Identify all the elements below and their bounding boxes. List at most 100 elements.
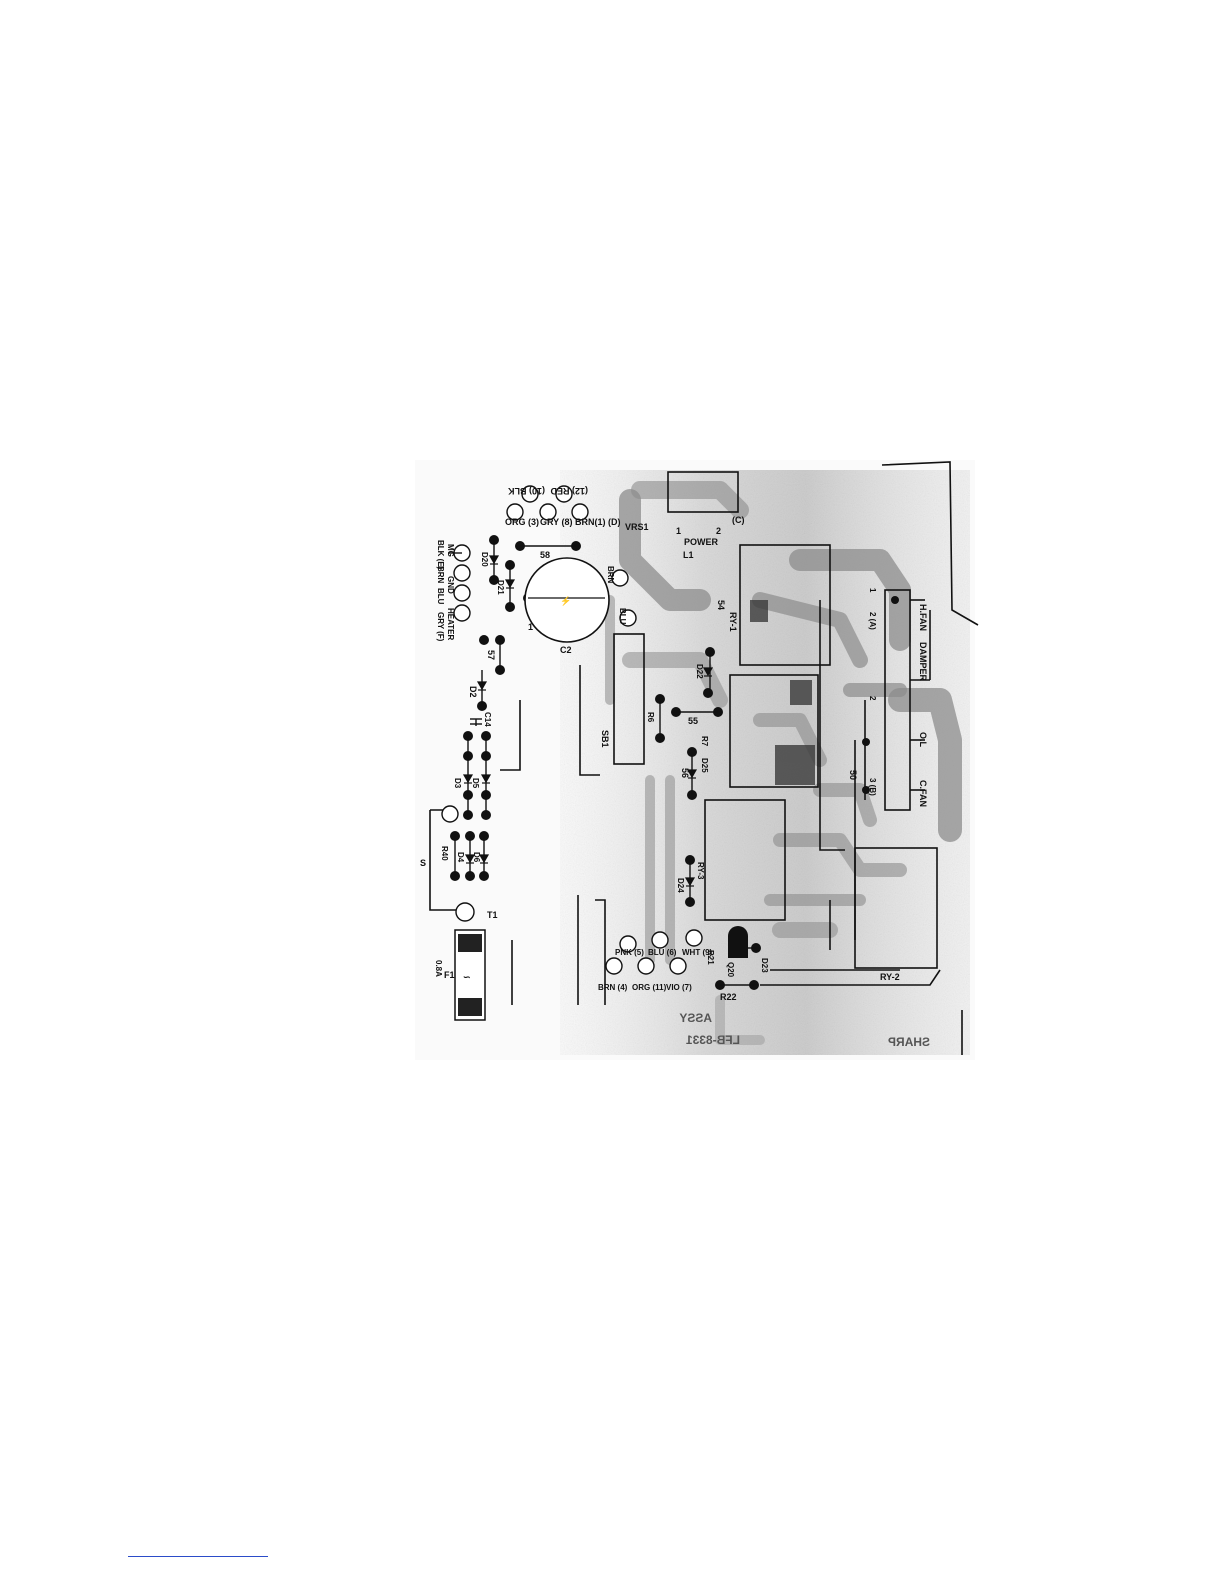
terminal-brn1 (571, 503, 589, 521)
terminal-vio7 (669, 957, 687, 975)
label-r22: R22 (720, 992, 737, 1002)
label-c2-pin: 1 (528, 622, 533, 632)
terminal-s (441, 805, 459, 823)
mirrored-text-b: LFB-8331 (686, 1033, 740, 1047)
label-red12: (12) RED (550, 486, 588, 496)
label-heater: HEATER (446, 608, 455, 641)
terminal-pnk5 (619, 935, 637, 953)
label-blk-e: BLK (E) (436, 540, 445, 570)
label-d20: D20 (480, 552, 489, 567)
terminal-brn-top (611, 569, 629, 587)
label-blu6: BLU (6) (648, 948, 677, 957)
svg-text:⚡: ⚡ (560, 595, 571, 607)
label-q20: Q20 (726, 962, 735, 978)
terminal-wht9 (685, 929, 703, 947)
label-r7: R7 (700, 736, 709, 747)
label-brn1: BRN(1) (D) (575, 517, 621, 527)
label-cfan: C.FAN (918, 780, 928, 807)
label-node56: 56 (680, 768, 690, 778)
fuse-f1: ∽ (454, 929, 486, 1021)
label-pnk5: PNK (5) (615, 948, 644, 957)
wires (760, 599, 941, 986)
label-ol: O.L (918, 732, 928, 748)
component-leads (448, 540, 756, 986)
label-r21: R21 (706, 950, 715, 965)
ry-center-outline (704, 799, 786, 921)
label-d4: D4 (456, 852, 465, 863)
board-edge-right (881, 461, 979, 626)
terminal-brn4 (605, 957, 623, 975)
terminal-org3 (506, 503, 524, 521)
terminal-blu-top (619, 609, 637, 627)
label-node50: 50 (848, 770, 858, 780)
terminal-red12 (555, 485, 573, 503)
sb1-outline (613, 633, 645, 765)
label-blu-left: BLU (436, 588, 445, 605)
label-org11: ORG (11) (632, 983, 667, 992)
label-brn-left: BRN (436, 566, 445, 584)
label-vrs1: VRS1 (625, 522, 649, 532)
label-conn-c: (C) (732, 515, 745, 525)
label-gry8: GRY (8) (540, 517, 573, 527)
right-terminal-box (884, 589, 911, 811)
label-brn4: BRN (4) (598, 983, 628, 992)
footnote-rule (128, 1556, 268, 1557)
label-pin3b: 3 (B) (868, 778, 877, 796)
terminal-circles (441, 485, 703, 975)
label-blk10: (10) BLK (507, 486, 545, 496)
label-power-pin2: 2 (716, 526, 721, 536)
label-node54: 54 (716, 600, 726, 610)
outlines (429, 461, 979, 1055)
label-pin1: 1 (868, 588, 877, 593)
capacitor-c2: ⚡ (524, 557, 610, 643)
label-d22: D22 (695, 664, 704, 679)
terminal-t1 (455, 902, 475, 922)
label-r6: R6 (646, 712, 655, 723)
power-switch-outline (667, 471, 739, 513)
mirrored-text-a: ASSY (679, 1011, 712, 1025)
svg-text:∽: ∽ (463, 972, 471, 982)
terminal-blk10 (521, 485, 539, 503)
label-node58: 58 (540, 550, 550, 560)
terminal-blu6 (651, 931, 669, 949)
label-d6: D6 (472, 852, 481, 863)
label-node57: 57 (486, 650, 496, 660)
label-d3: D3 (453, 778, 462, 789)
label-wht9: WHT (9) (682, 948, 713, 957)
label-c2: C2 (560, 645, 572, 655)
label-mg: MG (446, 544, 455, 557)
label-c14: C14 (483, 712, 492, 727)
label-org3: ORG (3) (505, 517, 539, 527)
label-d5: D5 (471, 778, 480, 789)
label-gry-f: GRY (F) (436, 612, 445, 642)
label-f1-rating: 0.8A (434, 960, 443, 977)
label-d23: D23 (760, 958, 769, 973)
ry3-outline (729, 674, 819, 788)
label-ry1: RY-1 (728, 612, 738, 632)
label-hfan: H.FAN (918, 604, 928, 631)
label-sb1: SB1 (600, 730, 610, 748)
label-ry2: RY-2 (880, 972, 900, 982)
copper-pads (750, 600, 815, 785)
label-l1: L1 (683, 550, 694, 560)
label-brn-top: BRN (606, 566, 615, 584)
label-d24: D24 (676, 878, 685, 893)
label-gnd: GND (446, 576, 455, 594)
label-ry3: RY-3 (696, 862, 705, 880)
label-r40: R40 (440, 846, 449, 861)
label-damper: DAMPER (918, 642, 928, 682)
terminal-org11 (637, 957, 655, 975)
copper-traces (605, 481, 962, 1045)
label-power: POWER (684, 537, 719, 547)
terminal-gry8 (539, 503, 557, 521)
label-blu-top: BLU (618, 608, 627, 625)
label-power-pin1: 1 (676, 526, 681, 536)
ry1-outline (739, 544, 831, 666)
label-s: S (420, 858, 426, 868)
label-d21: D21 (496, 580, 505, 595)
label-f1: F1 (444, 970, 455, 980)
label-pin2: 2 (868, 696, 877, 701)
label-t1: T1 (487, 910, 498, 920)
label-node55: 55 (688, 716, 698, 726)
